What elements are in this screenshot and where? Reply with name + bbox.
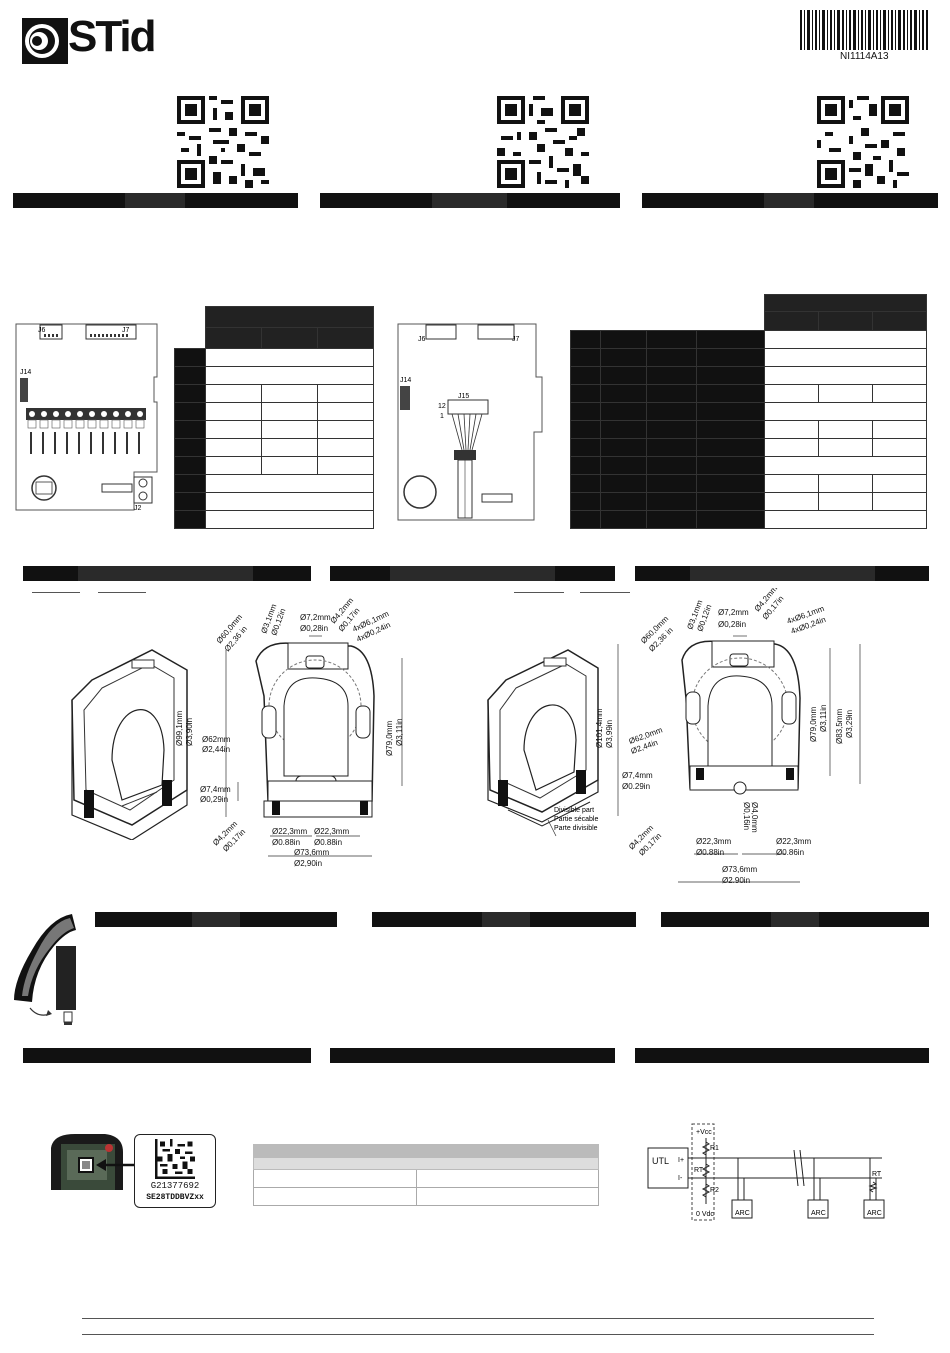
section-header-bar (320, 193, 620, 208)
divisible-part-label-fr: Partie sécable (554, 816, 598, 823)
dim-label: Ø3,90in (185, 718, 194, 746)
schematic-iplus: I+ (678, 1157, 684, 1164)
section-header-bar (635, 1048, 929, 1063)
dim-label: Ø0,28in (300, 624, 328, 633)
connector-label-j7: J7 (122, 327, 130, 334)
dim-label: Ø0.88in (696, 848, 724, 857)
dim-label: Ø0.86in (776, 848, 804, 857)
reference-table (253, 1144, 599, 1206)
brand-name: STid (68, 12, 157, 61)
connector-label-j7: J7 (512, 336, 520, 343)
connector-label-j15: J15 (458, 393, 469, 400)
dim-label: Ø22,3mm (696, 837, 731, 846)
section-header-bar (372, 912, 636, 927)
mounting-plate-iso-right: Divisible part Partie sécable Parte divi… (478, 640, 638, 840)
schematic-iminus: I- (678, 1175, 683, 1182)
barcode (800, 10, 928, 50)
pcb-board-left: J6 J7 J14 J2 (14, 322, 159, 512)
dim-label: Ø0,16in (742, 802, 751, 830)
dim-label: Ø22,3mm (776, 837, 811, 846)
pin-label-1: 1 (440, 413, 444, 420)
dim-label: Ø101,4mm (595, 708, 604, 748)
section-header-bar (95, 912, 337, 927)
connector-label-j14: J14 (20, 369, 31, 376)
stid-logo: STid (22, 12, 162, 64)
pin-label-12: 12 (438, 403, 446, 410)
dim-label: Ø3,29in (845, 710, 854, 738)
qr-code-right-icon[interactable] (817, 96, 909, 188)
dim-label: Ø79,0mm (385, 721, 394, 756)
dim-label: Ø22,3mm (314, 827, 349, 836)
wiring-table-right (570, 294, 928, 529)
schematic-r2: R2 (710, 1187, 719, 1194)
schematic-node: ARC (867, 1210, 882, 1217)
arrow-icon (96, 1158, 134, 1172)
datamatrix-icon (155, 1139, 195, 1179)
dim-label: Ø2,44in (202, 745, 230, 754)
mounting-plate-front-left: Ø3,1mm Ø0,12in Ø60,0mm Ø2,36 in Ø7,2mm Ø… (175, 596, 436, 876)
dim-label: Ø83,5mm (835, 709, 844, 744)
dim-label: Ø0,29in (200, 795, 228, 804)
dim-label: Ø2,90in (294, 859, 322, 868)
dim-label: Ø0.29in (622, 782, 650, 791)
dim-label: Ø3,11in (819, 705, 828, 732)
mounting-plate-iso-left (62, 640, 192, 841)
dim-label: Ø99,1mm (176, 711, 184, 746)
schematic-node: ARC (811, 1210, 826, 1217)
schematic-r1: R1 (710, 1145, 719, 1152)
section-header-bar (642, 193, 938, 208)
footer-rule (82, 1318, 874, 1319)
dim-label: Ø22,3mm (272, 827, 307, 836)
dim-label: Ø0.88in (272, 838, 300, 847)
label-reference: SE28TDDBVZxx (146, 1193, 204, 1202)
qr-code-center-icon[interactable] (497, 96, 589, 188)
document-reference: NI1114A13 (840, 51, 889, 62)
divisible-part-label-es: Parte divisible (554, 825, 598, 832)
section-header-bar (23, 566, 311, 581)
label-serial: G21377692 (150, 1181, 200, 1191)
dim-label: Ø3,99in (605, 720, 614, 748)
connector-label-j14: J14 (400, 377, 411, 384)
section-header-bar (13, 193, 298, 208)
dim-label: Ø73,6mm (722, 865, 757, 874)
dim-label: Ø3,11in (395, 719, 404, 746)
section-header-bar (330, 1048, 615, 1063)
dim-label: Ø7,2mm (718, 608, 749, 617)
section-header-bar (23, 1048, 311, 1063)
barcode-icon (800, 10, 928, 50)
qr-code-left-icon[interactable] (177, 96, 269, 188)
dim-label: Ø0.88in (314, 838, 342, 847)
section-header-bar (661, 912, 929, 927)
dim-label: Ø62mm (202, 735, 231, 744)
dim-label: Ø7,2mm (300, 613, 331, 622)
dim-label: Ø7,4mm (622, 771, 653, 780)
connector-label-j6: J6 (418, 336, 426, 343)
divisible-part-label: Divisible part (554, 807, 594, 814)
rs485-schematic: UTL I+ I- +Vcc R1 RT R2 0 Vdc ARC ARC AR… (644, 1120, 890, 1224)
schematic-0vdc: 0 Vdc (696, 1211, 714, 1218)
connector-label-j6: J6 (38, 327, 46, 334)
dim-label: Ø7,4mm (200, 785, 231, 794)
reader-profile-illustration (10, 910, 80, 1028)
section-header-bar (330, 566, 615, 581)
product-label-card: G21377692 SE28TDDBVZxx (134, 1134, 216, 1208)
mounting-plate-front-right: Ø3,1mm Ø0,12in Ø60,0mm Ø2,36 in Ø7,2mm Ø… (590, 584, 880, 890)
schematic-rt: RT (694, 1167, 704, 1174)
dim-label: Ø2.90in (722, 876, 750, 885)
schematic-node: ARC (735, 1210, 750, 1217)
schematic-utl-label: UTL (652, 1156, 669, 1166)
reader-back-photo (45, 1132, 127, 1190)
connector-label-j2: J2 (134, 505, 142, 512)
dim-label: Ø73,6mm (294, 848, 329, 857)
pcb-board-center: J6 J7 J14 J15 12 1 (396, 322, 556, 522)
dim-label: Ø4,0mm (750, 802, 759, 833)
logo-mark-icon (22, 18, 68, 64)
section-header-bar (635, 566, 929, 581)
schematic-rt2: RT (872, 1171, 882, 1178)
footer-rule (82, 1334, 874, 1335)
schematic-vcc: +Vcc (696, 1129, 712, 1136)
dim-label: Ø0,28in (718, 620, 746, 629)
wiring-table-left (174, 306, 375, 529)
dim-label: Ø79,0mm (809, 707, 818, 742)
